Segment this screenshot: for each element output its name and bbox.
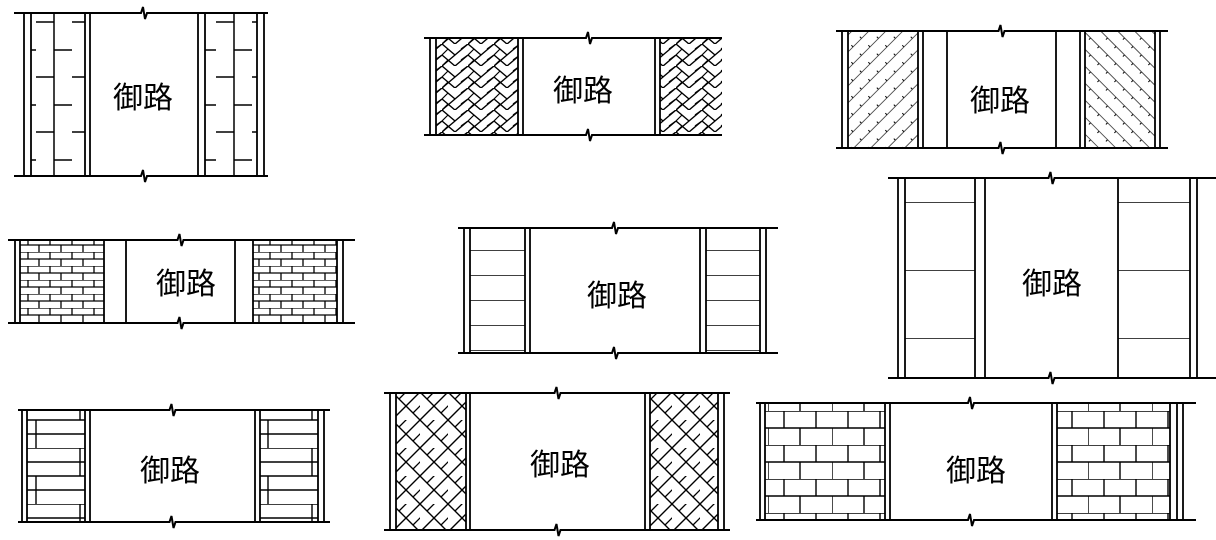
road-label: 御路 [156,267,216,302]
paving-fill-right [1057,403,1170,520]
paving-fill-right [1118,178,1190,378]
top-edge-break-line [756,396,1196,410]
paving-fill-right [706,228,760,353]
road-label: 御路 [946,454,1006,489]
paving-panel-basket-weave [18,403,330,529]
paving-fill-right [650,393,718,530]
paving-panel-small-running-bond [8,233,355,330]
paving-panel-diagonal-herringbone [384,386,730,537]
top-edge-break-line [424,31,722,45]
road-label: 御路 [587,279,647,314]
road-label: 御路 [113,81,173,116]
road-label: 御路 [553,74,613,109]
paving-fill-right [1085,31,1155,148]
bottom-edge-break-line [836,141,1168,155]
paving-fill-left [20,240,104,323]
bottom-edge-break-line [424,128,722,142]
bottom-edge-break-line [14,169,268,183]
road-label: 御路 [1022,267,1082,302]
paving-fill-right [660,38,722,135]
top-edge-break-line [458,221,778,235]
paving-fill-left [765,403,885,520]
bottom-edge-break-line [458,346,778,360]
top-edge-break-line [14,6,268,20]
bottom-edge-break-line [8,316,355,330]
road-label: 御路 [530,448,590,483]
paving-fill-left [905,178,975,378]
paving-fill-right [253,240,337,323]
paving-fill-left [470,228,525,353]
paving-fill-right [260,410,318,522]
top-edge-break-line [384,386,730,400]
paving-fill-left [27,410,85,522]
bottom-edge-break-line [18,515,330,529]
road-label: 御路 [140,454,200,489]
paving-fill-right [205,13,257,176]
paving-fill-left [848,31,918,148]
bottom-edge-break-line [888,371,1216,385]
top-edge-break-line [836,24,1168,38]
paving-panel-herringbone [424,31,722,142]
paving-panel-diagonal-staggered [836,24,1168,155]
bottom-edge-break-line [756,513,1196,527]
paving-panel-horizontal-slabs [458,221,778,360]
top-edge-break-line [888,171,1216,185]
paving-panel-large-slabs [888,171,1216,385]
paving-panel-running-bond [756,396,1196,527]
paving-fill-left [396,393,466,530]
top-edge-break-line [18,403,330,417]
bottom-edge-break-line [384,523,730,537]
top-edge-break-line [8,233,355,247]
paving-fill-left [31,13,85,176]
paving-fill-left [436,38,518,135]
paving-panel-vertical-stacked-bricks [14,6,268,183]
road-label: 御路 [970,84,1030,119]
